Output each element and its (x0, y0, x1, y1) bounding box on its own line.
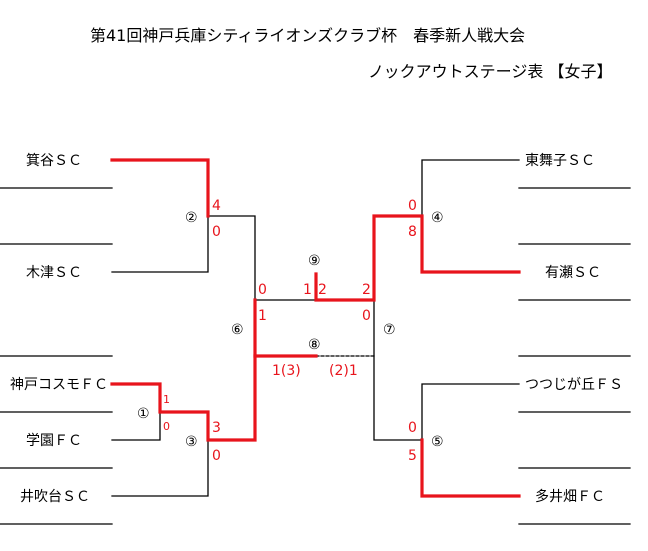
bracket-line-higashimaiko (421, 159, 520, 217)
bracket-line-right-base (518, 187, 631, 525)
bracket-line-kobecosmo-win (110, 354, 257, 442)
score-m5-bottom: 5 (408, 448, 417, 464)
score-m3-bottom: 0 (212, 448, 221, 464)
bracket-line-mokutsu (0, 187, 209, 273)
score-m7-bottom: 0 (362, 308, 371, 324)
match-label-6: ⑥ (231, 322, 244, 338)
score-m4-bottom: 8 (408, 224, 417, 240)
tournament-title: 第41回神戸兵庫シティライオンズクラブ杯 春季新人戦大会 (90, 26, 526, 45)
score-m2-bottom: 0 (212, 224, 221, 240)
score-m9-left: 1 (303, 282, 312, 298)
match-label-2: ② (185, 210, 198, 226)
team-tsutsujigaoka: つつじが丘ＦＳ (525, 377, 623, 393)
team-taihata: 多井畑ＦＣ (535, 488, 605, 505)
team-mokutsu: 木津ＳＣ (26, 265, 82, 281)
team-higashimaiko: 東舞子ＳＣ (525, 153, 595, 169)
match-label-4: ④ (431, 210, 444, 226)
bracket-line-tsutsujigaoka (421, 383, 520, 441)
score-m8-left: 1(3) (272, 363, 301, 379)
team-kobecosmo: 神戸コスモＦＣ (10, 377, 108, 393)
bracket-line-arise-win (314, 214, 521, 302)
match-label-7: ⑦ (383, 322, 396, 338)
score-m8-right: (2)1 (329, 363, 358, 379)
stage-subtitle: ノックアウトステージ表 【女子】 (368, 62, 613, 81)
team-minoya: 箕谷ＳＣ (26, 152, 82, 169)
team-ibukidai: 井吹台ＳＣ (20, 489, 90, 505)
match-label-3: ③ (185, 434, 198, 450)
bracket-line-gakuen (0, 411, 161, 469)
score-m6-top: 0 (258, 282, 267, 298)
team-gakuen: 学園ＦＣ (26, 433, 82, 449)
score-m1-bottom: 0 (163, 420, 170, 433)
score-m5-top: 0 (408, 420, 417, 436)
match-label-1: ① (137, 406, 150, 422)
score-m7-top: 2 (362, 282, 371, 298)
score-m4-top: 0 (408, 198, 417, 214)
bracket-line-minoya-lower (0, 243, 113, 413)
bracket-line-m6-top (207, 215, 256, 301)
bracket-line-taihata-win (420, 438, 521, 498)
match-label-8: ⑧ (308, 337, 321, 353)
team-arise: 有瀬ＳＣ (545, 265, 601, 281)
score-m2-top: 4 (212, 198, 221, 214)
score-m1-top: 1 (163, 393, 170, 406)
bracket-line-m6-winner (253, 298, 318, 358)
bracket-line-m7-bottom (373, 299, 423, 441)
bracket-line-minoya-win (110, 158, 210, 218)
score-m9-right: 2 (318, 282, 327, 298)
match-label-9: ⑨ (308, 253, 321, 269)
match-label-5: ⑤ (431, 434, 444, 450)
score-m3-top: 3 (212, 420, 221, 436)
score-m6-bottom: 1 (258, 308, 267, 324)
bracket-line-ibukidai (0, 439, 209, 525)
